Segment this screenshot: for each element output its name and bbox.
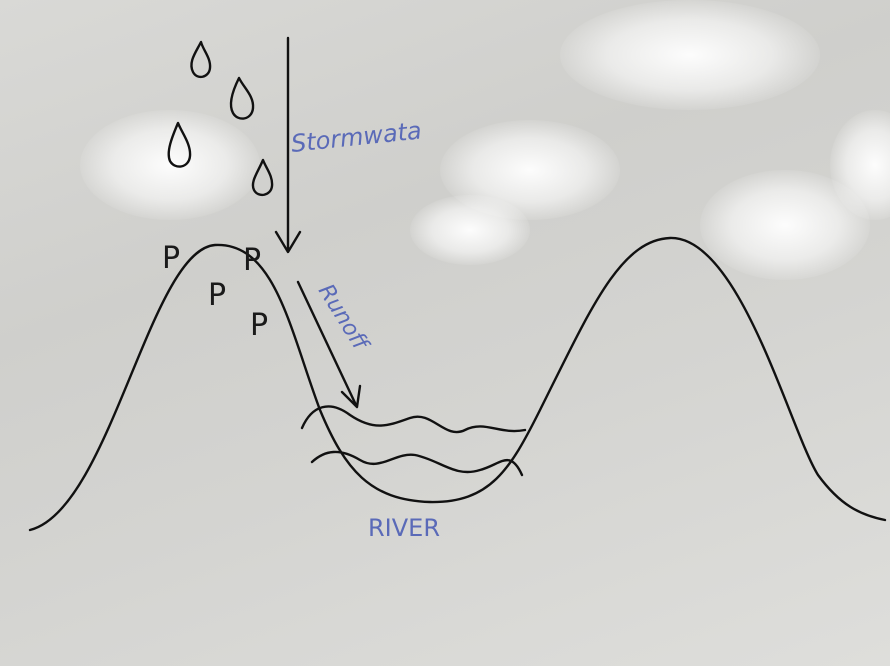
land-profile-line <box>28 236 887 532</box>
p-mark: P <box>162 241 180 276</box>
raindrop-icon <box>229 76 255 120</box>
p-mark: P <box>243 243 261 278</box>
p-mark: P <box>208 278 226 313</box>
runoff-arrow <box>296 280 362 409</box>
raindrop-icon <box>190 40 212 79</box>
water-surface-line <box>310 450 524 477</box>
water-surface-line <box>300 405 527 434</box>
river-label: RIVER <box>368 514 440 542</box>
p-mark: P <box>250 308 268 343</box>
stormwater-label: Stormwata <box>290 116 423 158</box>
stormwater-arrow <box>274 36 302 254</box>
raindrop-icon <box>167 121 192 168</box>
raindrop-icon <box>251 158 274 197</box>
runoff-label: Runoff <box>313 280 374 357</box>
